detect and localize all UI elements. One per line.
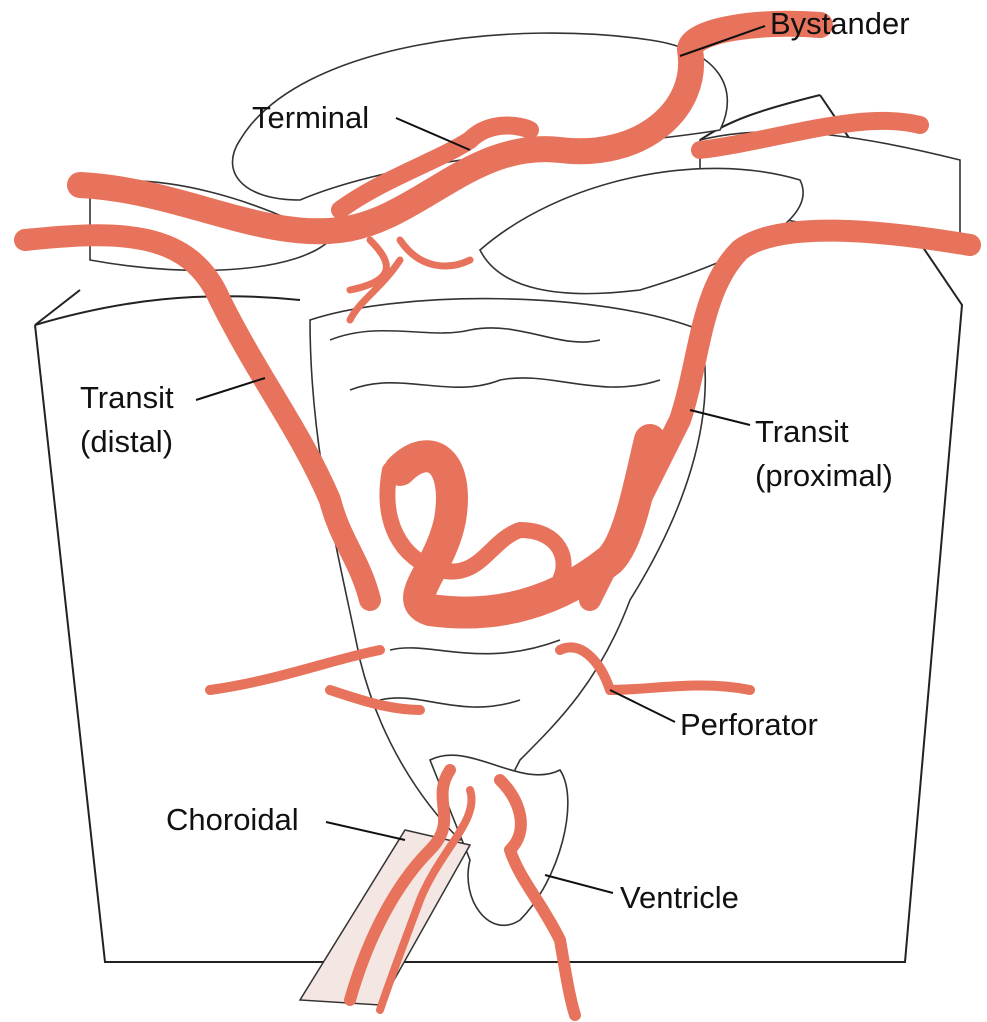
surface-gyri [89, 32, 961, 295]
choroidal-vessel [344, 764, 456, 1006]
terminal-vessel [331, 116, 539, 219]
label-perforator: Perforator [680, 707, 818, 742]
bystander-branch-right [691, 111, 929, 159]
ventricle-leader [544, 874, 614, 894]
left-perforator-vessel [205, 645, 425, 715]
label-choroidal: Choroidal [166, 802, 299, 837]
tissue-block-top-edge [34, 94, 821, 326]
label-transit-distal-line2: (distal) [80, 424, 174, 459]
label-transit-distal-line1: Transit [80, 380, 174, 415]
transit-distal-leader [195, 377, 266, 401]
transit-proximal-leader [689, 409, 751, 426]
terminal-branches [346, 236, 474, 324]
label-ventricle: Ventricle [620, 880, 739, 915]
terminal-leader [395, 117, 471, 151]
label-transit-proximal-line1: Transit [755, 414, 849, 449]
bystander-leader [679, 25, 766, 57]
nidus-loop [379, 462, 572, 588]
choroidal-vessel-2 [376, 786, 476, 1014]
ventricle-vessel [494, 774, 581, 1021]
label-transit-distal: Transit (distal) [80, 376, 174, 464]
vessels [14, 10, 981, 1021]
perforator-leader [609, 689, 676, 723]
label-terminal: Terminal [252, 100, 370, 135]
label-bystander: Bystander [770, 6, 910, 41]
label-transit-proximal-line2: (proximal) [755, 458, 893, 493]
nidus-feeder [384, 424, 666, 629]
choroidal-leader [325, 821, 406, 841]
transit-distal-vessel [14, 224, 381, 611]
bystander-vessel [67, 10, 833, 245]
label-transit-proximal: Transit (proximal) [755, 410, 893, 498]
